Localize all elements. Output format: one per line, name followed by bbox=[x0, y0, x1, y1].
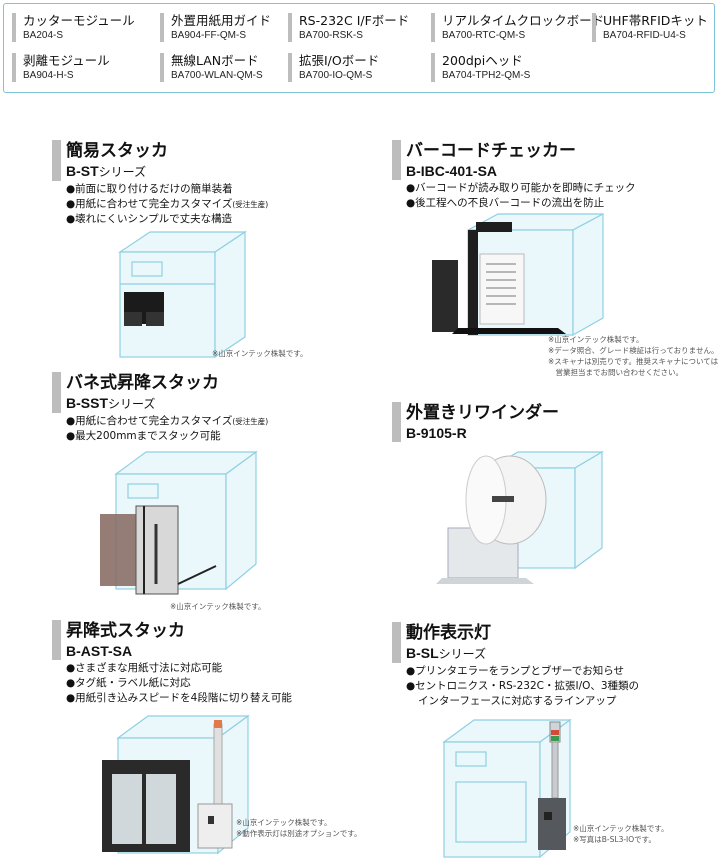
note-line: ※スキャナは別売りです。推奨スキャナについては bbox=[548, 357, 719, 366]
option-name: UHF帯RFIDキット bbox=[603, 13, 708, 28]
feature-item: ●壊れにくいシンプルで丈夫な構造 bbox=[66, 213, 233, 225]
option-item: 拡張I/Oボード BA700-IO-QM-S bbox=[288, 53, 379, 82]
option-item: リアルタイムクロックボード BA700-RTC-QM-S bbox=[431, 13, 604, 42]
feature-item: ●用紙引き込みスピードを4段階に切り替え可能 bbox=[66, 692, 292, 704]
feature-item: ●さまざまな用紙寸法に対応可能 bbox=[66, 662, 223, 674]
option-item: 剥離モジュール BA904-H-S bbox=[12, 53, 110, 82]
b-ast-illustration bbox=[102, 714, 250, 855]
section-heading: 外置きリワインダー B-9105-R bbox=[392, 402, 559, 442]
note-line: ※山京インテック株製です。 bbox=[170, 602, 266, 611]
feature-item: ●タグ紙・ラベル紙に対応 bbox=[66, 677, 191, 689]
option-item: 200dpiヘッド BA704-TPH2-QM-S bbox=[431, 53, 530, 82]
b-sl-illustration bbox=[442, 718, 572, 859]
section-model: B-IBC-401-SA bbox=[406, 163, 498, 179]
note-line: 営業担当までお問い合わせください。 bbox=[548, 368, 683, 377]
feature-list: ●さまざまな用紙寸法に対応可能 ●タグ紙・ラベル紙に対応 ●用紙引き込みスピード… bbox=[52, 661, 292, 706]
option-item: RS-232C I/Fボード BA700-RSK-S bbox=[288, 13, 409, 42]
section-heading: 動作表示灯 B-SLシリーズ bbox=[392, 622, 639, 663]
option-item: UHF帯RFIDキット BA704-RFID-U4-S bbox=[592, 13, 708, 42]
note-line: ※山京インテック株製です。 bbox=[548, 335, 644, 344]
section-b-ast: 昇降式スタッカ B-AST-SA ●さまざまな用紙寸法に対応可能 ●タグ紙・ラベ… bbox=[52, 620, 292, 706]
feature-list: ●用紙に合わせて完全カスタマイズ(受注生産) ●最大200mmまでスタック可能 bbox=[52, 414, 268, 444]
section-model: B-9105-R bbox=[406, 425, 467, 441]
options-box: カッターモジュール BA204-S 外置用紙用ガイド BA904-FF-QM-S… bbox=[3, 3, 715, 93]
section-model: B-SLシリーズ bbox=[406, 645, 487, 661]
option-name: 無線LANボード bbox=[171, 53, 259, 68]
feature-list: ●バーコードが読み取り可能かを即時にチェック ●後工程への不良バーコードの流出を… bbox=[392, 181, 636, 211]
b-ast-notes: ※山京インテック株製です。 ※動作表示灯は別途オプションです。 bbox=[236, 817, 362, 839]
option-code: BA700-IO-QM-S bbox=[299, 70, 373, 81]
option-code: BA704-RFID-U4-S bbox=[603, 30, 686, 41]
note-line: ※動作表示灯は別途オプションです。 bbox=[236, 829, 362, 838]
option-item: カッターモジュール BA204-S bbox=[12, 13, 135, 42]
note-line: ※写真はB-SL3-IOです。 bbox=[573, 835, 656, 844]
option-name: 外置用紙用ガイド bbox=[171, 13, 272, 28]
feature-list: ●プリンタエラーをランプとブザーでお知らせ ●セントロニクス・RS-232C・拡… bbox=[392, 664, 639, 709]
section-b-sl: 動作表示灯 B-SLシリーズ ●プリンタエラーをランプとブザーでお知らせ ●セン… bbox=[392, 622, 639, 709]
section-model: B-STシリーズ bbox=[66, 163, 147, 179]
section-heading: 簡易スタッカ B-STシリーズ bbox=[52, 140, 268, 181]
option-item: 外置用紙用ガイド BA904-FF-QM-S bbox=[160, 13, 271, 42]
section-b-ibc: バーコードチェッカー B-IBC-401-SA ●バーコードが読み取り可能かを即… bbox=[392, 140, 636, 211]
option-name: リアルタイムクロックボード bbox=[442, 13, 605, 28]
b-st-illustration bbox=[118, 230, 247, 359]
feature-item: ●用紙に合わせて完全カスタマイズ(受注生産) bbox=[66, 415, 269, 427]
feature-item: ●バーコードが読み取り可能かを即時にチェック bbox=[406, 182, 636, 194]
section-heading: 昇降式スタッカ B-AST-SA bbox=[52, 620, 292, 660]
feature-item-continued: インターフェースに対応するラインアップ bbox=[418, 695, 617, 707]
option-code: BA704-TPH2-QM-S bbox=[442, 70, 531, 81]
b-sl-notes: ※山京インテック株製です。 ※写真はB-SL3-IOです。 bbox=[573, 823, 669, 845]
section-title: 簡易スタッカ bbox=[66, 141, 168, 161]
note-line: ※データ照合、グレード検証は行っておりません。 bbox=[548, 346, 719, 355]
option-name: カッターモジュール bbox=[23, 13, 135, 28]
option-item: 無線LANボード BA700-WLAN-QM-S bbox=[160, 53, 263, 82]
option-name: 200dpiヘッド bbox=[442, 53, 523, 68]
b-ibc-illustration bbox=[432, 213, 604, 337]
feature-item: ●後工程への不良バーコードの流出を防止 bbox=[406, 197, 605, 209]
note-line: ※山京インテック株製です。 bbox=[573, 824, 669, 833]
feature-list: ●前面に取り付けるだけの簡単装着 ●用紙に合わせて完全カスタマイズ(受注生産) … bbox=[52, 182, 268, 227]
b-ibc-notes: ※山京インテック株製です。 ※データ照合、グレード検証は行っておりません。 ※ス… bbox=[548, 334, 718, 378]
section-title: 外置きリワインダー bbox=[406, 403, 559, 423]
section-rewinder: 外置きリワインダー B-9105-R bbox=[392, 402, 559, 442]
section-title: バネ式昇降スタッカ bbox=[66, 373, 219, 393]
b-sst-notes: ※山京インテック株製です。 bbox=[170, 601, 266, 612]
section-b-sst: バネ式昇降スタッカ B-SSTシリーズ ●用紙に合わせて完全カスタマイズ(受注生… bbox=[52, 372, 268, 444]
section-model: B-AST-SA bbox=[66, 643, 133, 659]
rewinder-illustration bbox=[436, 450, 605, 584]
feature-item: ●最大200mmまでスタック可能 bbox=[66, 430, 221, 442]
section-title: バーコードチェッカー bbox=[406, 141, 576, 161]
option-code: BA904-H-S bbox=[23, 70, 74, 81]
section-heading: バネ式昇降スタッカ B-SSTシリーズ bbox=[52, 372, 268, 413]
option-name: 剥離モジュール bbox=[23, 53, 110, 68]
b-sst-illustration bbox=[100, 450, 258, 595]
note-line: ※山京インテック株製です。 bbox=[236, 818, 332, 827]
option-name: 拡張I/Oボード bbox=[299, 53, 380, 68]
b-st-notes: ※山京インテック株製です。 bbox=[212, 348, 308, 359]
section-b-st: 簡易スタッカ B-STシリーズ ●前面に取り付けるだけの簡単装着 ●用紙に合わせ… bbox=[52, 140, 268, 227]
option-name: RS-232C I/Fボード bbox=[299, 13, 410, 28]
note-line: ※山京インテック株製です。 bbox=[212, 349, 308, 358]
feature-item: ●セントロニクス・RS-232C・拡張I/O、3種類の bbox=[406, 680, 640, 692]
option-code: BA700-RTC-QM-S bbox=[442, 30, 526, 41]
section-model: B-SSTシリーズ bbox=[66, 395, 156, 411]
section-title: 昇降式スタッカ bbox=[66, 621, 185, 641]
section-title: 動作表示灯 bbox=[406, 623, 491, 643]
option-code: BA204-S bbox=[23, 30, 64, 41]
section-heading: バーコードチェッカー B-IBC-401-SA bbox=[392, 140, 636, 180]
feature-item: ●前面に取り付けるだけの簡単装着 bbox=[66, 183, 233, 195]
feature-item: ●用紙に合わせて完全カスタマイズ(受注生産) bbox=[66, 198, 269, 210]
feature-item: ●プリンタエラーをランプとブザーでお知らせ bbox=[406, 665, 625, 677]
option-code: BA904-FF-QM-S bbox=[171, 30, 247, 41]
option-code: BA700-RSK-S bbox=[299, 30, 363, 41]
option-code: BA700-WLAN-QM-S bbox=[171, 70, 263, 81]
